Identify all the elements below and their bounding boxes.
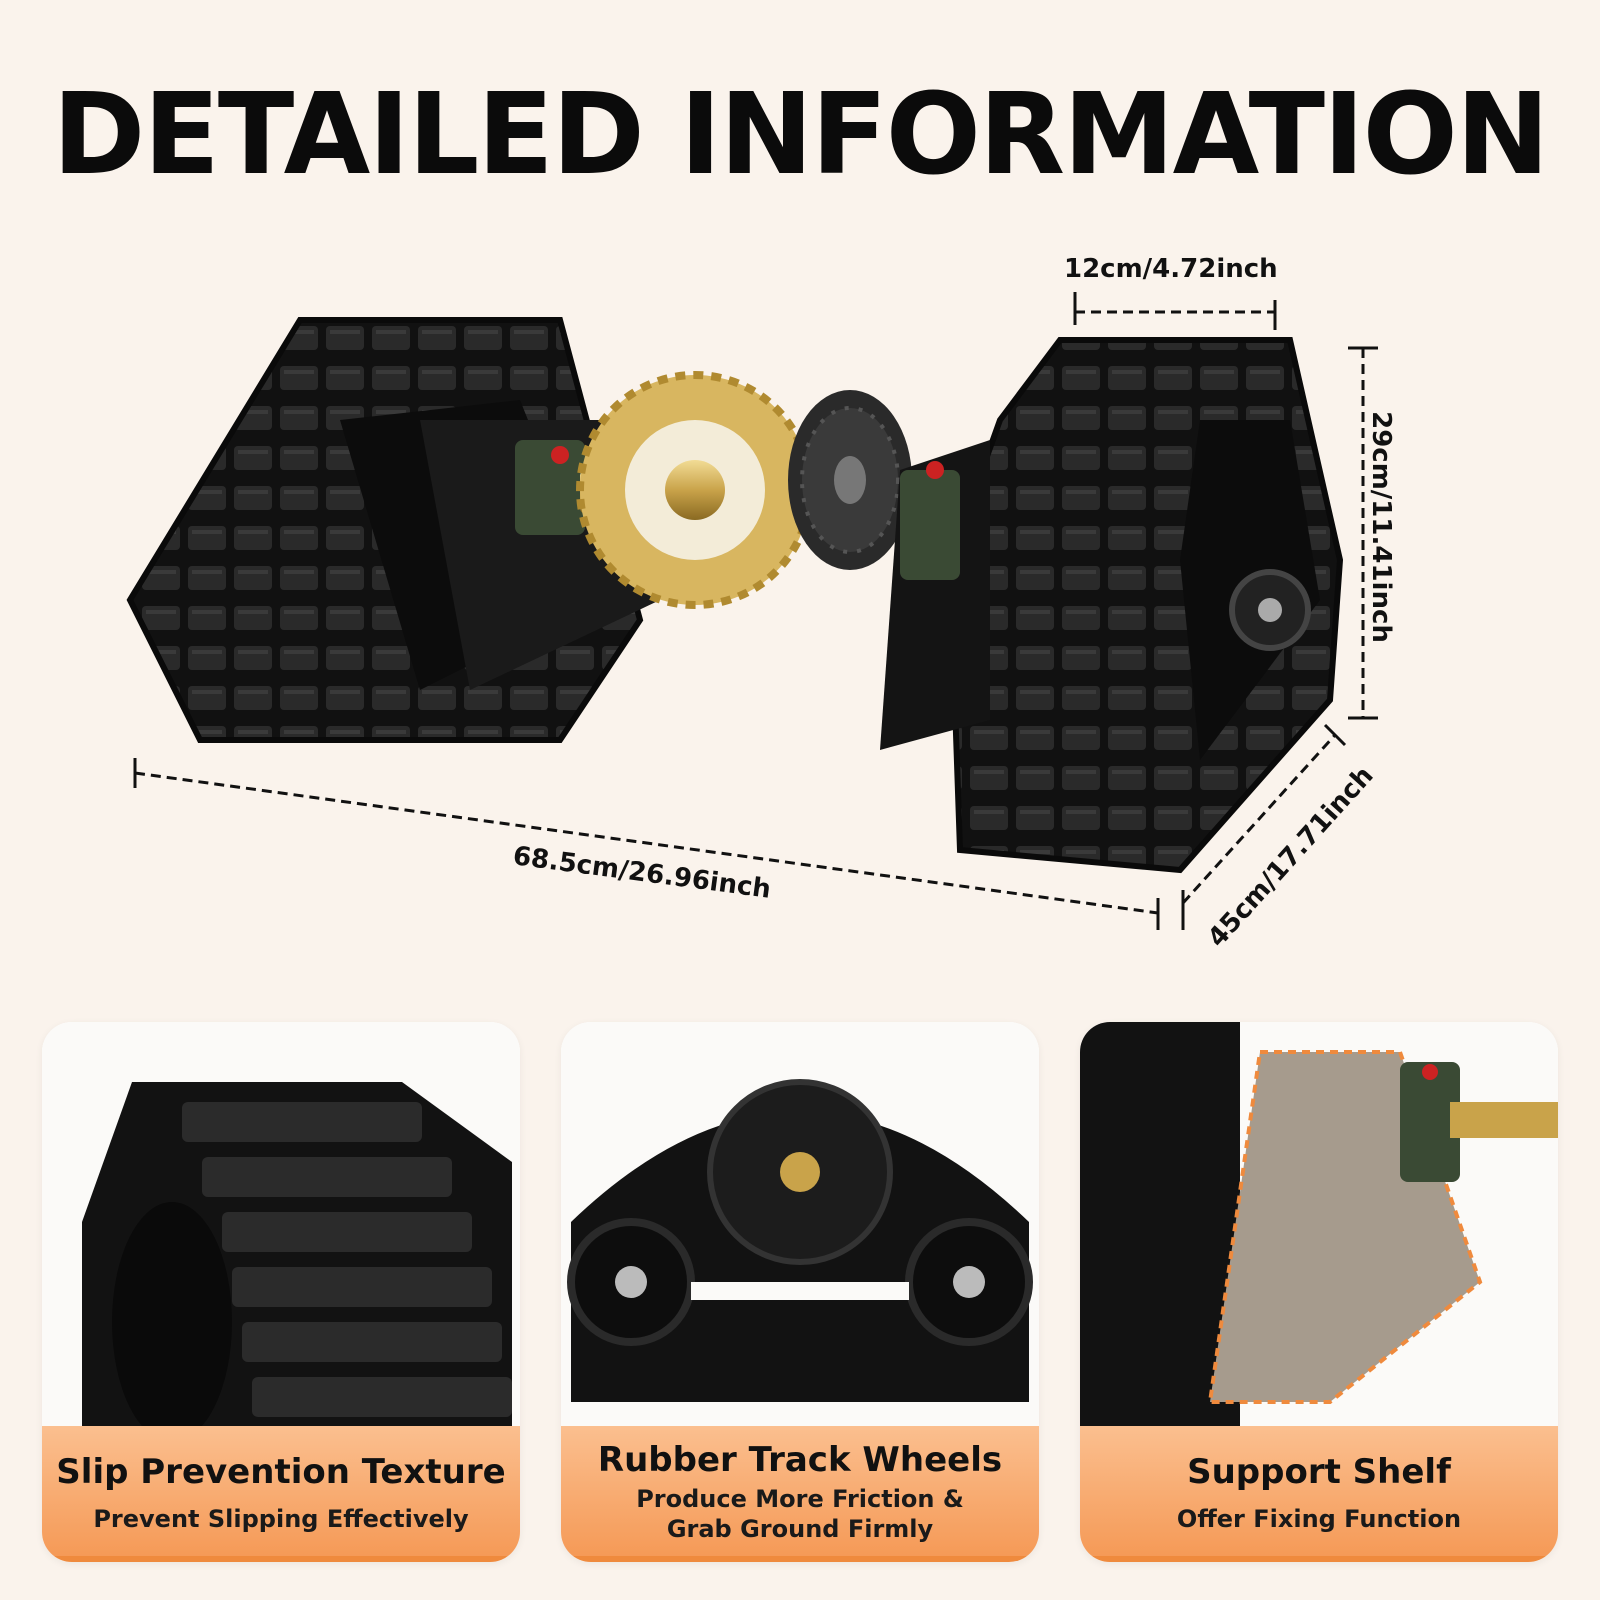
pillow-block-bearing-left — [515, 440, 585, 535]
product-illustration — [126, 292, 1378, 930]
dimension-height-label: 29cm/11.41inch — [1365, 411, 1396, 643]
feature-card-support-shelf: Support Shelf Offer Fixing Function — [1080, 1022, 1558, 1562]
track-wheel-image — [561, 1022, 1039, 1426]
feature-subtitle: Prevent Slipping Effectively — [93, 1505, 469, 1533]
feature-band: Slip Prevention Texture Prevent Slipping… — [42, 1426, 520, 1562]
feature-subtitle-line: Produce More Friction & — [636, 1485, 964, 1513]
feature-subtitle-line: Grab Ground Firmly — [666, 1515, 934, 1543]
feature-band: Rubber Track Wheels Produce More Frictio… — [561, 1426, 1039, 1562]
feature-card-slip-prevention: Slip Prevention Texture Prevent Slipping… — [42, 1022, 520, 1562]
dimension-width-label: 12cm/4.72inch — [1064, 254, 1278, 284]
feature-subtitle: Offer Fixing Function — [1176, 1505, 1462, 1533]
right-track — [880, 337, 1344, 874]
support-shelf-image — [1080, 1022, 1558, 1426]
feature-title: Support Shelf — [1187, 1452, 1451, 1492]
feature-band: Support Shelf Offer Fixing Function — [1080, 1426, 1558, 1562]
dimension-lines — [133, 292, 1378, 930]
left-track — [126, 317, 660, 743]
brake-disc — [788, 390, 912, 570]
feature-title: Slip Prevention Texture — [56, 1452, 506, 1492]
tread-closeup-image — [42, 1022, 520, 1426]
feature-title: Rubber Track Wheels — [597, 1440, 1003, 1480]
feature-card-rubber-track-wheels: Rubber Track Wheels Produce More Frictio… — [561, 1022, 1039, 1562]
page-title: DETAILED INFORMATION — [52, 70, 1549, 200]
feature-subtitle: Produce More Friction & Grab Ground Firm… — [561, 1484, 1039, 1544]
sprocket-gear — [576, 371, 814, 609]
pillow-block-bearing-right — [900, 470, 960, 580]
